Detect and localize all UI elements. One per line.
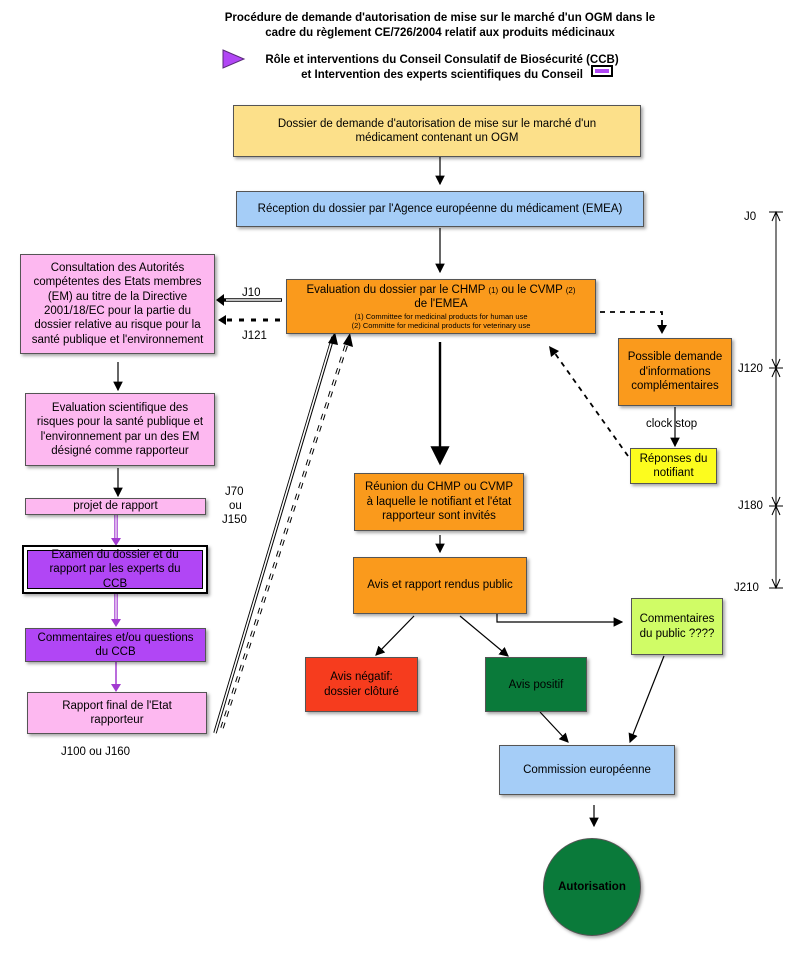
box-avis-negatif: Avis négatif: dossier clôturé	[305, 657, 418, 712]
label-j210: J210	[734, 582, 759, 594]
arrow-evaluation-possible	[600, 311, 663, 328]
arrow-commentaires-commission	[628, 655, 665, 744]
box-consultation: Consultation des Autorités compétentes d…	[20, 254, 215, 354]
label-j0: J0	[744, 211, 757, 223]
box-examen-ccb: Examen du dossier et du rapport par les …	[22, 545, 208, 594]
box-dossier: Dossier de demande d'autorisation de mis…	[233, 105, 641, 157]
box-avis-positif: Avis positif	[485, 657, 587, 712]
legend-triangle-icon	[222, 49, 246, 69]
box-commentaires-public: Commentaires du public ????	[631, 598, 723, 655]
arrow-positif-commission	[539, 711, 569, 743]
box-projet-rapport: projet de rapport	[25, 498, 206, 515]
legend-line-1: Rôle et interventions du Conseil Consula…	[265, 54, 619, 66]
box-commentaires-ccb: Commentaires et/ou questions du CCB	[25, 628, 206, 662]
box-reponses: Réponses du notifiant	[630, 448, 717, 484]
label-j121: J121	[242, 330, 267, 342]
arrow-avis-negatif	[375, 615, 415, 656]
box-evaluation-scientifique: Evaluation scientifique des risques pour…	[25, 393, 215, 466]
arrow-avis-positif	[459, 615, 509, 657]
label-clock-stop: clock stop	[646, 418, 698, 430]
label-j100-j160: J100 ou J160	[61, 746, 131, 758]
box-reception: Réception du dossier par l'Agence europé…	[236, 191, 644, 227]
title-line-1: Procédure de demande d'autorisation de m…	[224, 12, 656, 24]
legend-expert-swatch	[591, 65, 613, 77]
label-j10: J10	[242, 287, 261, 299]
label-j120: J120	[738, 363, 763, 375]
box-evaluation: Evaluation du dossier par le CHMP (1) ou…	[286, 279, 596, 334]
title-line-2: cadre du règlement CE/726/2004 relatif a…	[265, 26, 615, 39]
label-ou: ou	[229, 500, 242, 512]
legend-line-2: et Intervention des experts scientifique…	[301, 68, 583, 81]
box-commission: Commission européenne	[499, 745, 675, 795]
page-title: Procédure de demande d'autorisation de m…	[170, 11, 710, 41]
legend: Rôle et interventions du Conseil Consula…	[252, 53, 632, 83]
label-j150: J150	[222, 514, 247, 526]
circle-autorisation: Autorisation	[543, 838, 641, 936]
label-j180: J180	[738, 500, 763, 512]
box-reunion: Réunion du CHMP ou CVMP à laquelle le no…	[354, 473, 524, 531]
arrow-reponses-evaluation	[553, 351, 629, 457]
box-avis-rapport: Avis et rapport rendus public	[353, 557, 527, 614]
box-rapport-final: Rapport final de l'Etat rapporteur	[27, 692, 207, 734]
label-j70: J70	[225, 486, 244, 498]
box-possible-demande: Possible demande d'informations compléme…	[618, 338, 732, 406]
